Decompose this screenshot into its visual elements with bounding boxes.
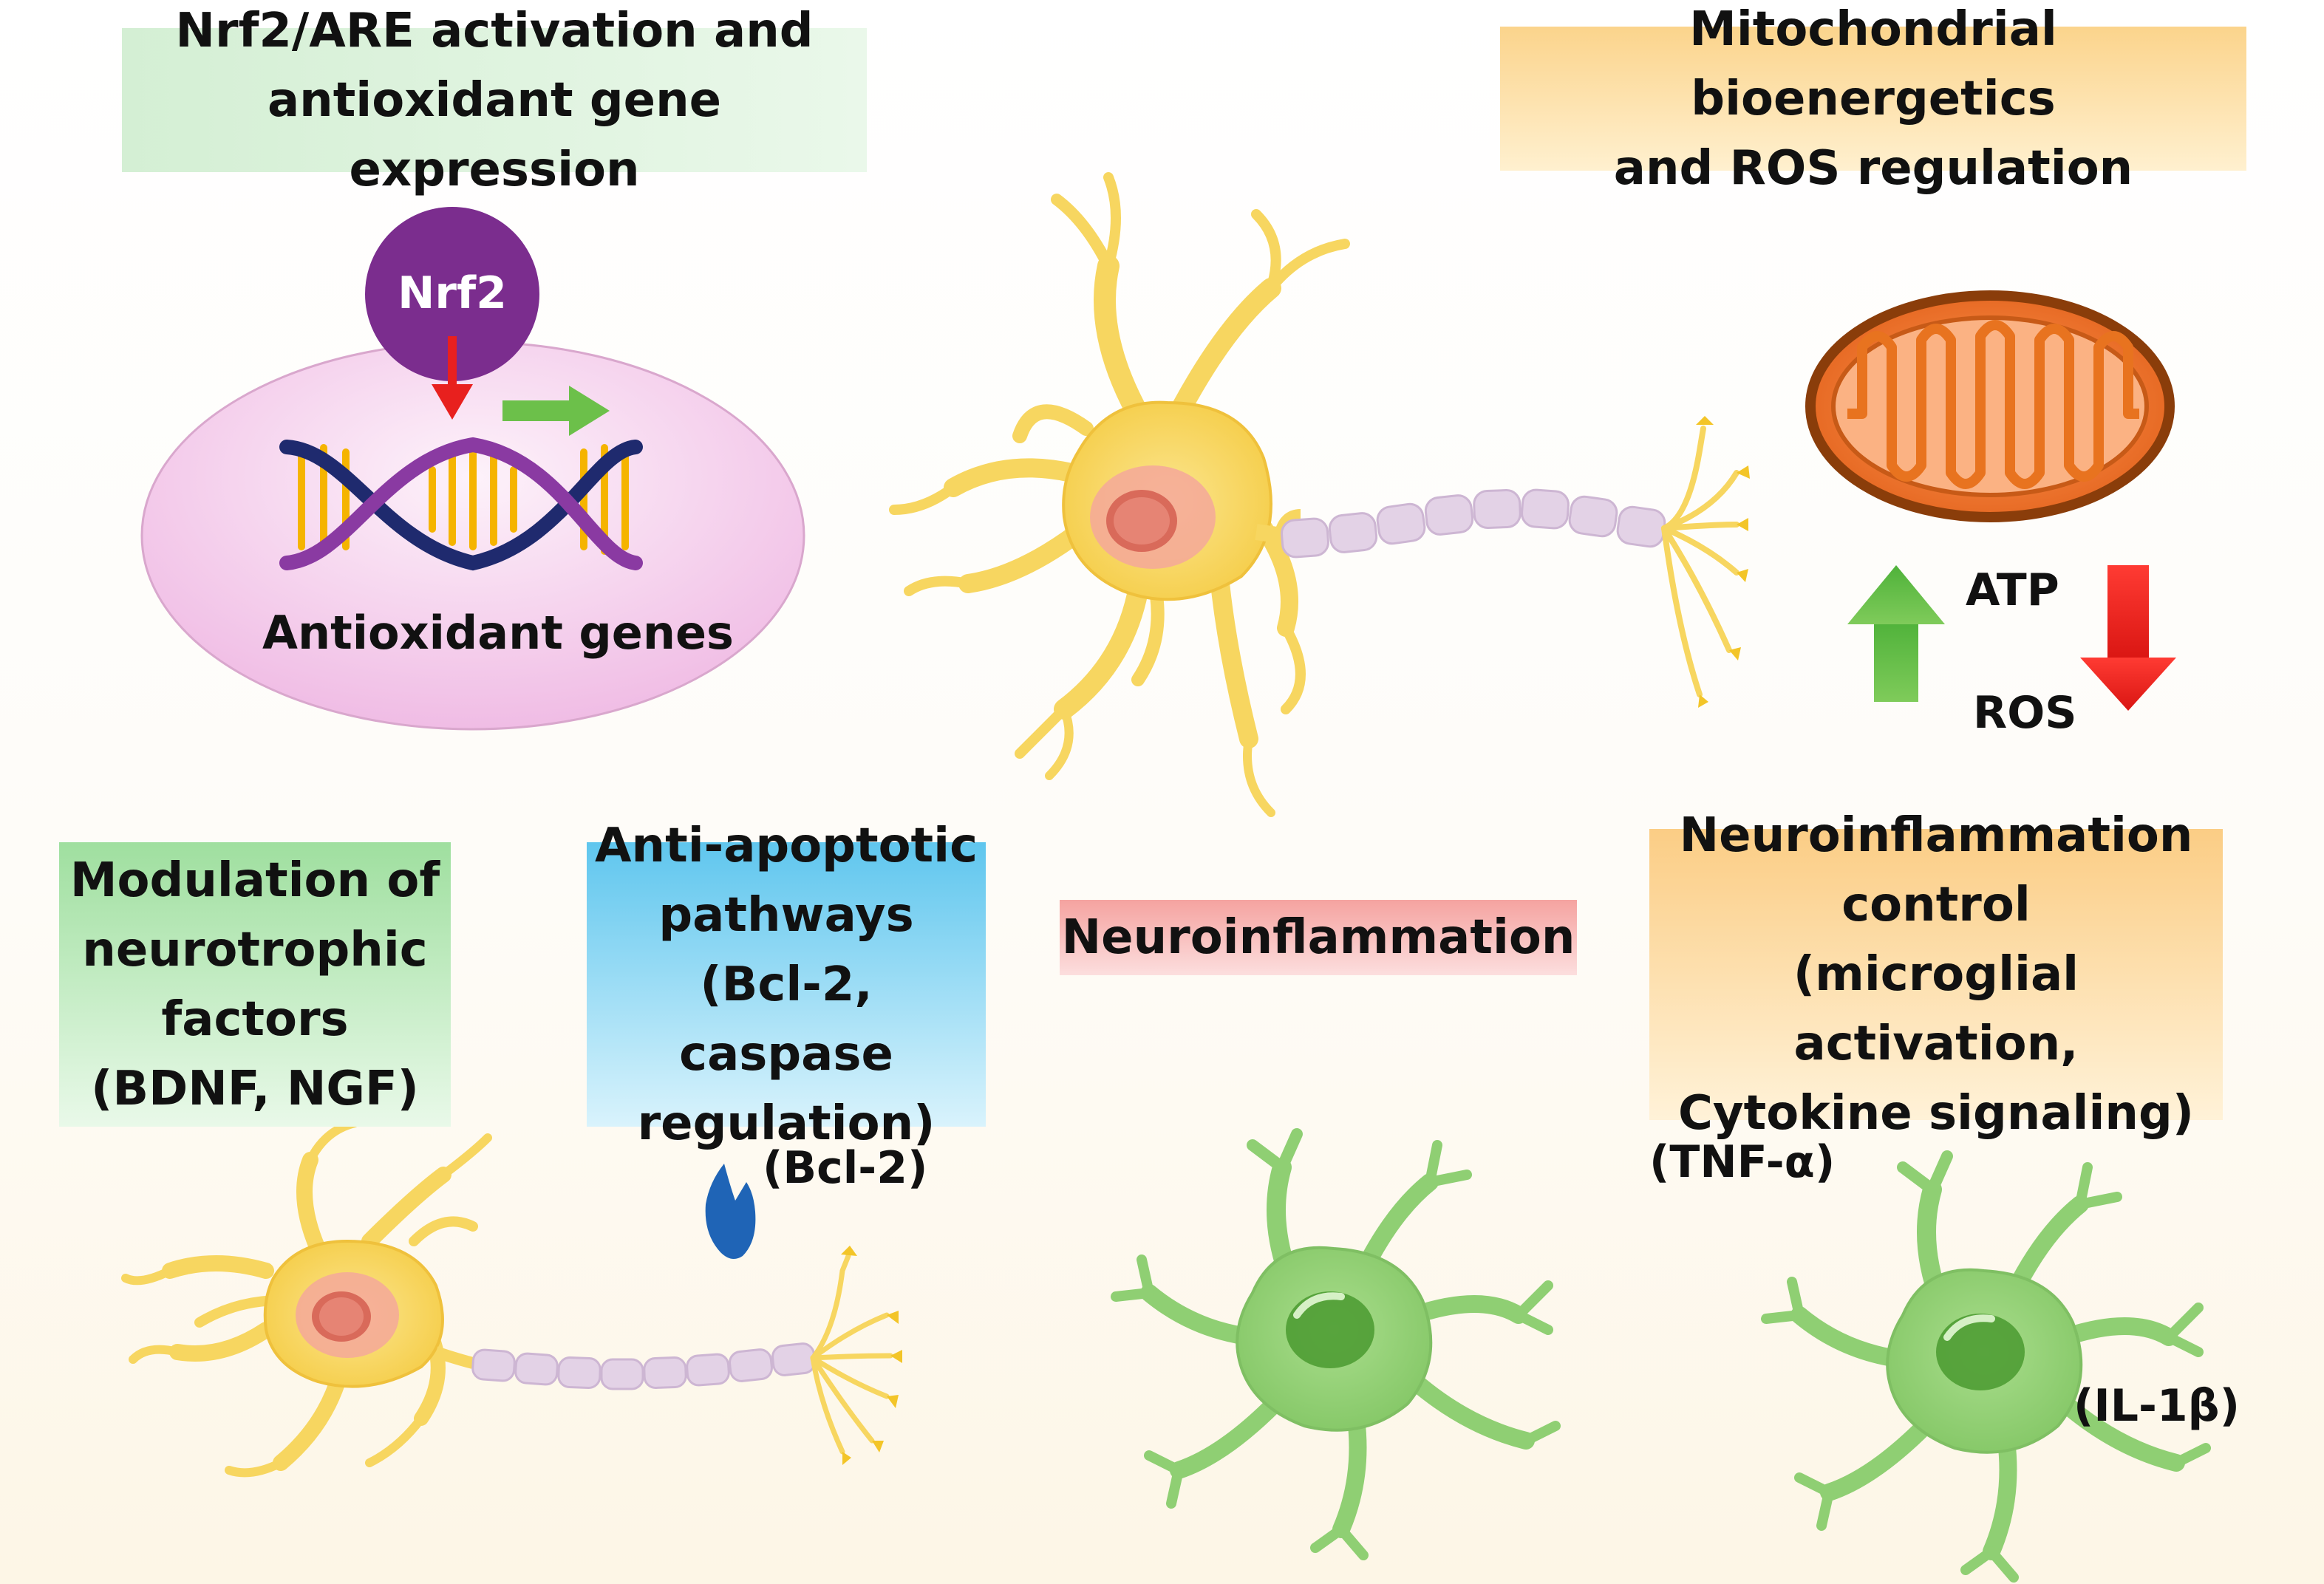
control-line4: Cytokine signaling) bbox=[1677, 1086, 2195, 1141]
anti-apoptotic-line3: (Bcl-2, caspase bbox=[679, 957, 893, 1082]
neurotrophic-line2: neurotrophic bbox=[82, 922, 428, 977]
neuroinflammation-panel: Neuroinflammation bbox=[1060, 900, 1577, 975]
tnf-alpha-label: (TNF-α) bbox=[1649, 1136, 1836, 1188]
bcl2-protein-icon bbox=[705, 1164, 756, 1259]
ros-down-arrow-icon bbox=[2080, 565, 2176, 711]
neuron-icon bbox=[889, 172, 1750, 817]
microglia-activated-icon bbox=[1766, 1156, 2206, 1577]
microglia-icon bbox=[1116, 1134, 1555, 1555]
neuron-small-icon bbox=[121, 1119, 902, 1478]
control-line3: (microglial activation, bbox=[1793, 947, 2079, 1071]
anti-apoptotic-line2: pathways bbox=[658, 887, 914, 943]
neurotrophic-line4: (BDNF, NGF) bbox=[91, 1061, 419, 1116]
ros-label: ROS bbox=[1973, 687, 2077, 739]
control-line2: control bbox=[1841, 878, 2031, 932]
control-line1: Neuroinflammation bbox=[1679, 808, 2193, 863]
dna-helix-icon bbox=[279, 437, 643, 571]
mitochondria-title-line1: Mitochondrial bioenergetics bbox=[1689, 1, 2057, 126]
mitochondria-panel: Mitochondrial bioenergetics and ROS regu… bbox=[1500, 2, 2246, 196]
atp-label: ATP bbox=[1966, 564, 2059, 616]
mitochondria-title-line2: and ROS regulation bbox=[1613, 140, 2133, 196]
anti-apoptotic-line4: regulation) bbox=[637, 1096, 936, 1151]
atp-up-arrow-icon bbox=[1847, 565, 1945, 702]
neurotrophic-line3: factors bbox=[161, 991, 349, 1047]
neuroinflammation-control-panel: Neuroinflammation control (microglial ac… bbox=[1649, 808, 2223, 1141]
bcl2-label: (Bcl-2) bbox=[763, 1142, 928, 1194]
il1-beta-label: (IL-1β) bbox=[2073, 1380, 2240, 1432]
transcription-arrow-icon bbox=[502, 386, 610, 436]
anti-apoptotic-panel: Anti-apoptotic pathways (Bcl-2, caspase … bbox=[587, 819, 986, 1151]
nrf2-are-title-line1: Nrf2/ARE activation and bbox=[175, 3, 814, 58]
nrf2-binding-arrow-icon bbox=[432, 336, 473, 420]
neurotrophic-line1: Modulation of bbox=[69, 853, 440, 908]
nrf2-are-panel: Nrf2/ARE activation and antioxidant gene… bbox=[122, 4, 867, 197]
nrf2-are-title-line2: antioxidant gene expression bbox=[267, 72, 722, 197]
neuroinflammation-label: Neuroinflammation bbox=[1061, 910, 1575, 965]
mitochondrion-icon bbox=[1805, 290, 2175, 522]
neurotrophic-panel: Modulation of neurotrophic factors (BDNF… bbox=[59, 842, 451, 1127]
anti-apoptotic-line1: Anti-apoptotic bbox=[595, 818, 978, 873]
antioxidant-genes-label: Antioxidant genes bbox=[262, 606, 734, 660]
nrf2-protein-icon bbox=[365, 207, 539, 381]
nrf2-protein-label: Nrf2 bbox=[398, 267, 507, 319]
